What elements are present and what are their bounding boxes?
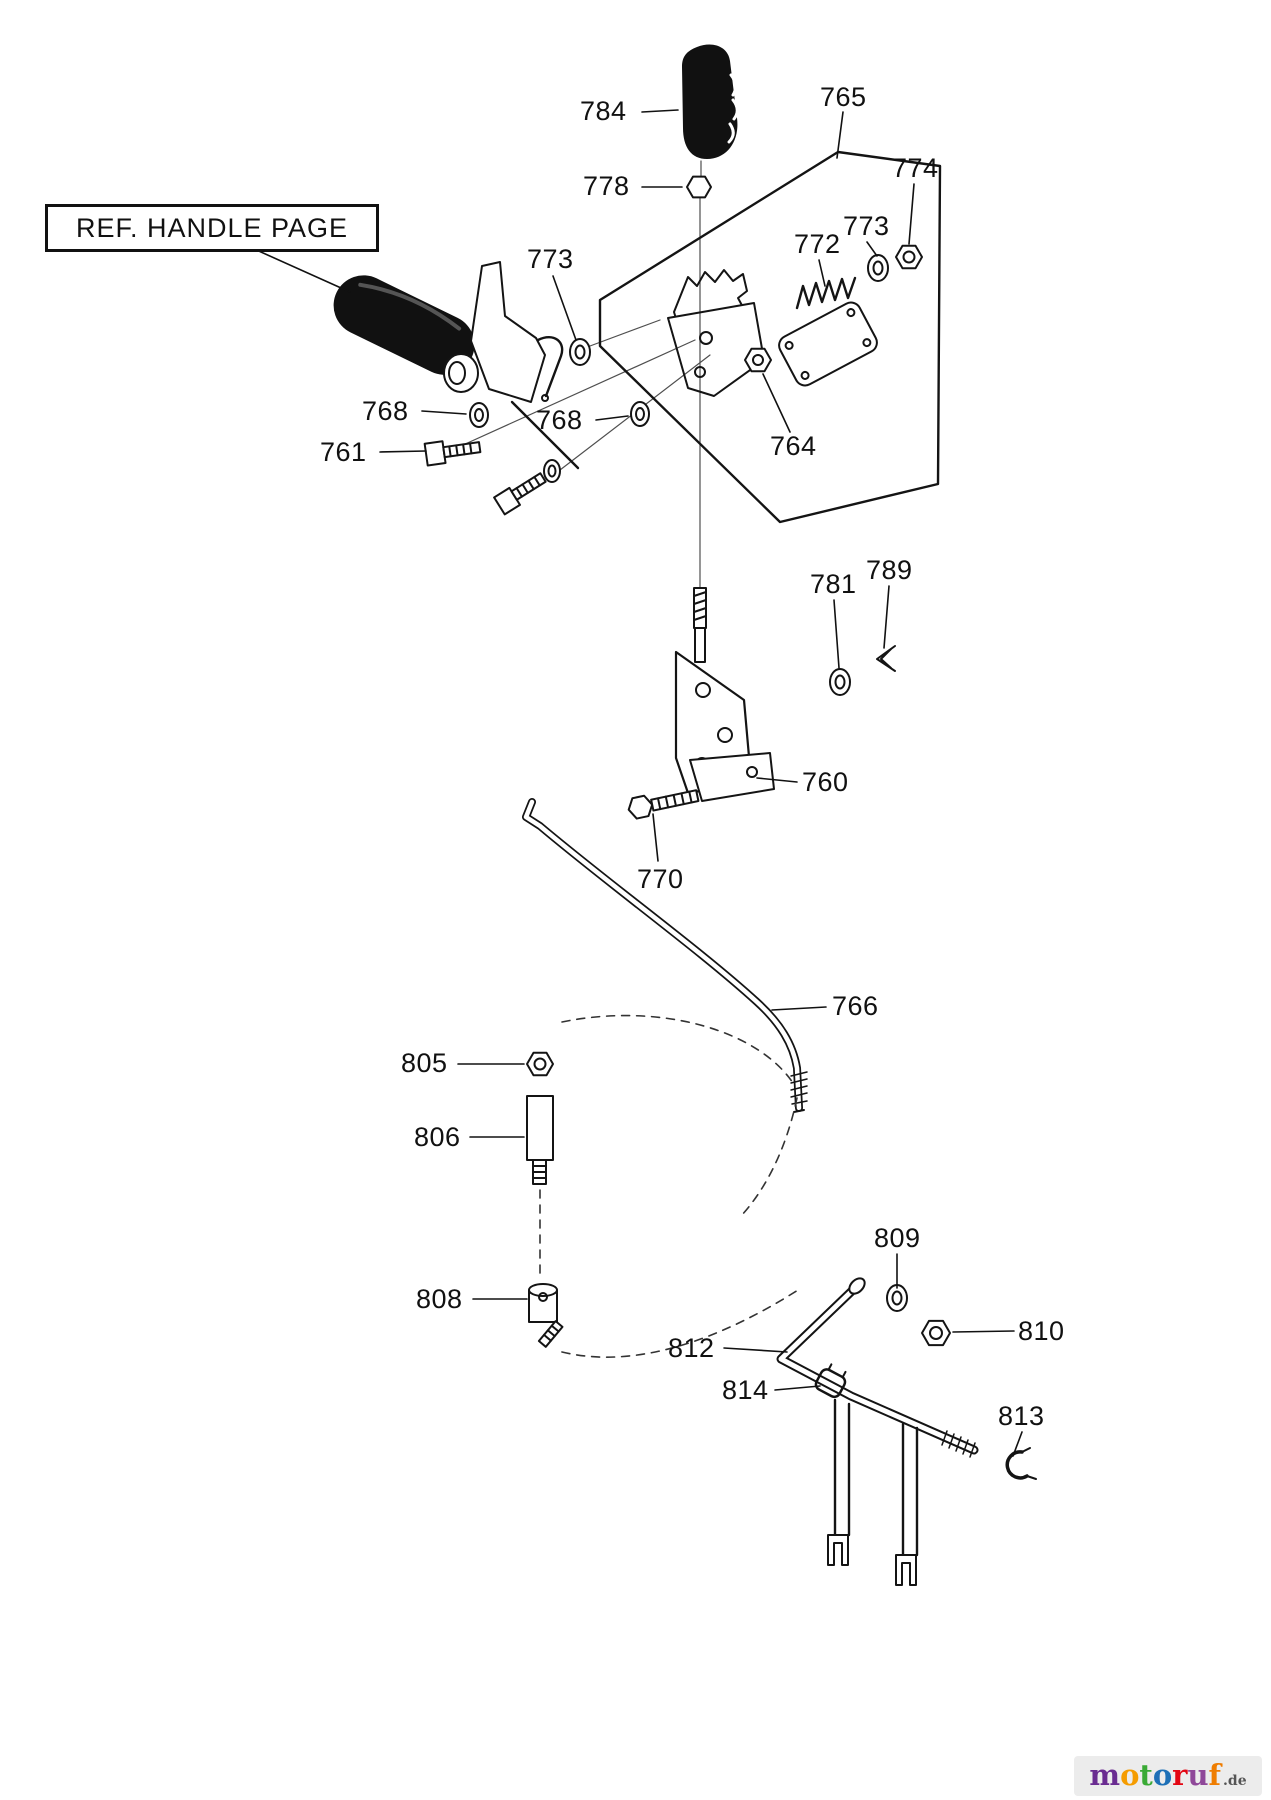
part-760-bracket: [674, 587, 775, 802]
part-806-standoff: [526, 1095, 554, 1185]
part-812-rod: [776, 1277, 979, 1458]
leader-810: [952, 1330, 1015, 1333]
part-label-812: 812: [668, 1333, 715, 1363]
part-label-765: 765: [820, 82, 867, 112]
part-766-rod: [522, 798, 808, 1113]
ref-grip: [333, 275, 479, 393]
leader-764: [762, 373, 791, 433]
leader-772: [818, 259, 826, 287]
leader-781: [833, 599, 840, 669]
leader-768-left: [421, 410, 467, 415]
watermark: motoruf.de: [1074, 1756, 1262, 1796]
part-761-bolt: [423, 440, 482, 467]
dashed-guides: [539, 1014, 799, 1358]
leader-812: [723, 1347, 788, 1353]
part-789-cotter-pin: [876, 645, 896, 672]
watermark-letter: u: [1187, 1758, 1209, 1792]
fork-bracket-b: [895, 1422, 919, 1586]
watermark-letter: f: [1208, 1758, 1222, 1792]
part-768-washer-b: [630, 401, 650, 427]
watermark-letter: m: [1089, 1758, 1121, 1792]
part-810-nut: [921, 1319, 951, 1347]
part-label-813: 813: [998, 1401, 1045, 1431]
part-label-810: 810: [1018, 1316, 1065, 1346]
leader-773-left: [552, 275, 577, 341]
part-770-bolt: [627, 789, 700, 820]
leader-768-mid: [595, 415, 629, 421]
lower-bolt: [493, 459, 561, 516]
leader-766: [771, 1006, 827, 1011]
leader-773-right: [866, 241, 878, 257]
part-label-809: 809: [874, 1223, 921, 1253]
axis-lines: [451, 160, 711, 589]
part-label-768-mid: 768: [536, 405, 583, 435]
part-784-grip: [682, 44, 739, 159]
watermark-letter: o: [1152, 1758, 1173, 1792]
part-label-789: 789: [866, 555, 913, 585]
part-809-washer: [886, 1284, 908, 1312]
part-label-805: 805: [401, 1048, 448, 1078]
part-label-778: 778: [583, 171, 630, 201]
leader-814: [774, 1385, 821, 1391]
leader-813: [1012, 1431, 1023, 1457]
watermark-word: motoruf: [1089, 1758, 1221, 1792]
part-label-768-left: 768: [362, 396, 409, 426]
ratchet-plate: [667, 269, 765, 397]
leader-765: [836, 111, 844, 159]
part-label-808: 808: [416, 1284, 463, 1314]
ref-handle-page-box: REF. HANDLE PAGE: [45, 204, 379, 252]
leader-760: [756, 777, 798, 783]
watermark-letter: o: [1120, 1758, 1140, 1792]
fork-bracket-a: [827, 1398, 851, 1566]
part-765-panel: [598, 150, 942, 524]
leader-784: [641, 109, 679, 113]
part-768-washer-a: [469, 402, 489, 428]
part-813-clip: [1005, 1447, 1037, 1480]
part-label-784: 784: [580, 96, 627, 126]
leader-770: [652, 813, 659, 862]
part-805-nut: [526, 1051, 554, 1077]
part-772-spring: [795, 276, 857, 310]
part-808-trunnion: [528, 1283, 564, 1348]
part-764-bolt: [744, 347, 772, 373]
watermark-suffix: .de: [1223, 1773, 1247, 1789]
part-781-washer: [829, 668, 851, 696]
part-label-774: 774: [892, 153, 939, 183]
part-label-760: 760: [802, 767, 849, 797]
part-814-clamp: [814, 1363, 847, 1399]
part-773-washer-right: [867, 254, 889, 282]
watermark-letter: r: [1172, 1758, 1188, 1792]
part-label-781: 781: [810, 569, 857, 599]
part-label-772: 772: [794, 229, 841, 259]
part-label-806: 806: [414, 1122, 461, 1152]
leader-761: [379, 450, 427, 453]
lever-plate: [470, 261, 580, 470]
part-774-nut: [895, 244, 923, 270]
part-778-nut: [686, 175, 712, 199]
ref-handle-page-label: REF. HANDLE PAGE: [75, 212, 349, 243]
leader-774: [908, 183, 915, 245]
slot-plate: [778, 301, 878, 387]
leader-lines: [251, 109, 1023, 1457]
part-label-773-right: 773: [843, 211, 890, 241]
part-label-766: 766: [832, 991, 879, 1021]
part-773-washer-left: [569, 338, 591, 366]
part-label-770: 770: [637, 864, 684, 894]
leader-789: [883, 585, 890, 649]
watermark-letter: t: [1139, 1758, 1153, 1792]
part-label-761: 761: [320, 437, 367, 467]
part-label-764: 764: [770, 431, 817, 461]
part-label-773-left: 773: [527, 244, 574, 274]
part-label-814: 814: [722, 1375, 769, 1405]
leader-ref-box: [251, 247, 351, 293]
